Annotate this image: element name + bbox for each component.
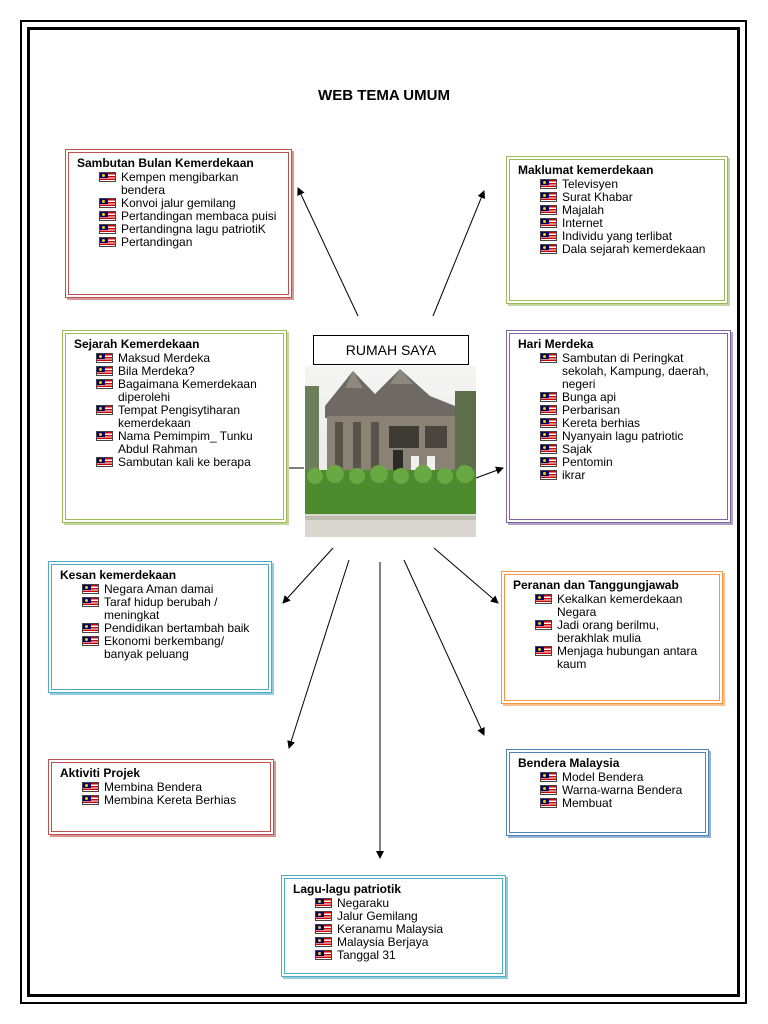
malaysia-flag-icon	[540, 205, 557, 215]
malaysia-flag-icon	[540, 244, 557, 254]
malaysia-flag-icon	[315, 950, 332, 960]
arrow-to-maklumat	[433, 191, 484, 316]
malaysia-flag-icon	[82, 597, 99, 607]
list-item: Ekonomi berkembang/ banyak peluang	[82, 635, 262, 661]
box-title: Kesan kemerdekaan	[60, 569, 262, 582]
box-title: Bendera Malaysia	[518, 757, 699, 770]
malaysia-flag-icon	[315, 898, 332, 908]
malaysia-flag-icon	[540, 431, 557, 441]
malaysia-flag-icon	[540, 772, 557, 782]
list-item: Jadi orang berilmu, berakhlak mulia	[535, 619, 713, 645]
list-item: Tanggal 31	[315, 949, 496, 962]
malaysia-flag-icon	[96, 366, 113, 376]
list-item: Taraf hidup berubah / meningkat	[82, 596, 262, 622]
malaysia-flag-icon	[82, 623, 99, 633]
list-item: Dala sejarah kemerdekaan	[540, 243, 718, 256]
box-title: Sambutan Bulan Kemerdekaan	[77, 157, 282, 170]
malaysia-flag-icon	[540, 192, 557, 202]
malaysia-flag-icon	[96, 431, 113, 441]
arrow-to-peranan	[434, 548, 498, 603]
list-item: Sambutan di Peringkat sekolah, Kampung, …	[540, 352, 721, 391]
box-aktiviti: Aktiviti Projek Membina Bendera Membina …	[48, 759, 274, 835]
malaysia-flag-icon	[96, 379, 113, 389]
box-title: Peranan dan Tanggungjawab	[513, 579, 713, 592]
malaysia-flag-icon	[315, 911, 332, 921]
malaysia-flag-icon	[99, 172, 116, 182]
box-lagu: Lagu-lagu patriotik Negaraku Jalur Gemil…	[281, 875, 506, 977]
malaysia-flag-icon	[540, 179, 557, 189]
box-hari-merdeka: Hari Merdeka Sambutan di Peringkat sekol…	[506, 330, 731, 523]
arrow-to-bendera	[404, 560, 484, 735]
malaysia-flag-icon	[96, 405, 113, 415]
box-peranan: Peranan dan Tanggungjawab Kekalkan kemer…	[501, 571, 723, 704]
malaysia-flag-icon	[540, 218, 557, 228]
house-photo	[305, 366, 476, 537]
box-title: Maklumat kemerdekaan	[518, 164, 718, 177]
malaysia-flag-icon	[315, 937, 332, 947]
malaysia-flag-icon	[540, 405, 557, 415]
box-title: Aktiviti Projek	[60, 767, 264, 780]
box-sejarah: Sejarah Kemerdekaan Maksud Merdeka Bila …	[62, 330, 287, 523]
list-item: Pertandingan	[99, 236, 282, 249]
list-item: Membuat	[540, 797, 699, 810]
malaysia-flag-icon	[315, 924, 332, 934]
malaysia-flag-icon	[540, 353, 557, 363]
malaysia-flag-icon	[540, 444, 557, 454]
malaysia-flag-icon	[96, 457, 113, 467]
malaysia-flag-icon	[99, 198, 116, 208]
malaysia-flag-icon	[540, 418, 557, 428]
malaysia-flag-icon	[96, 353, 113, 363]
list-item: Tempat Pengisytiharan kemerdekaan	[96, 404, 277, 430]
list-item: Kekalkan kemerdekaan Negara	[535, 593, 713, 619]
box-title: Sejarah Kemerdekaan	[74, 338, 277, 351]
malaysia-flag-icon	[82, 636, 99, 646]
arrow-to-sambutan	[298, 188, 358, 316]
malaysia-flag-icon	[540, 470, 557, 480]
malaysia-flag-icon	[540, 392, 557, 402]
center-label: RUMAH SAYA	[313, 335, 469, 365]
box-bendera: Bendera Malaysia Model Bendera Warna-war…	[506, 749, 709, 836]
list-item: Kempen mengibarkan bendera	[99, 171, 282, 197]
malaysia-flag-icon	[82, 795, 99, 805]
malaysia-flag-icon	[535, 594, 552, 604]
arrow-to-kesan	[283, 548, 333, 603]
malaysia-flag-icon	[82, 584, 99, 594]
box-title: Hari Merdeka	[518, 338, 721, 351]
malaysia-flag-icon	[540, 785, 557, 795]
malaysia-flag-icon	[540, 798, 557, 808]
box-kesan: Kesan kemerdekaan Negara Aman damai Tara…	[48, 561, 272, 693]
malaysia-flag-icon	[540, 231, 557, 241]
malaysia-flag-icon	[535, 646, 552, 656]
list-item: Bagaimana Kemerdekaan diperolehi	[96, 378, 277, 404]
malaysia-flag-icon	[99, 211, 116, 221]
box-title: Lagu-lagu patriotik	[293, 883, 496, 896]
list-item: ikrar	[540, 469, 721, 482]
list-item: Menjaga hubungan antara kaum	[535, 645, 713, 671]
list-item: Sambutan kali ke berapa	[96, 456, 277, 469]
list-item: Membina Kereta Berhias	[82, 794, 264, 807]
malaysia-flag-icon	[99, 224, 116, 234]
list-item: Nama Pemimpim_ Tunku Abdul Rahman	[96, 430, 277, 456]
arrow-to-aktiviti	[289, 560, 349, 748]
malaysia-flag-icon	[540, 457, 557, 467]
malaysia-flag-icon	[99, 237, 116, 247]
box-sambutan: Sambutan Bulan Kemerdekaan Kempen mengib…	[65, 149, 292, 298]
arrow-to-hari	[476, 468, 503, 478]
malaysia-flag-icon	[82, 782, 99, 792]
box-maklumat: Maklumat kemerdekaan Televisyen Surat Kh…	[506, 156, 728, 304]
malaysia-flag-icon	[535, 620, 552, 630]
